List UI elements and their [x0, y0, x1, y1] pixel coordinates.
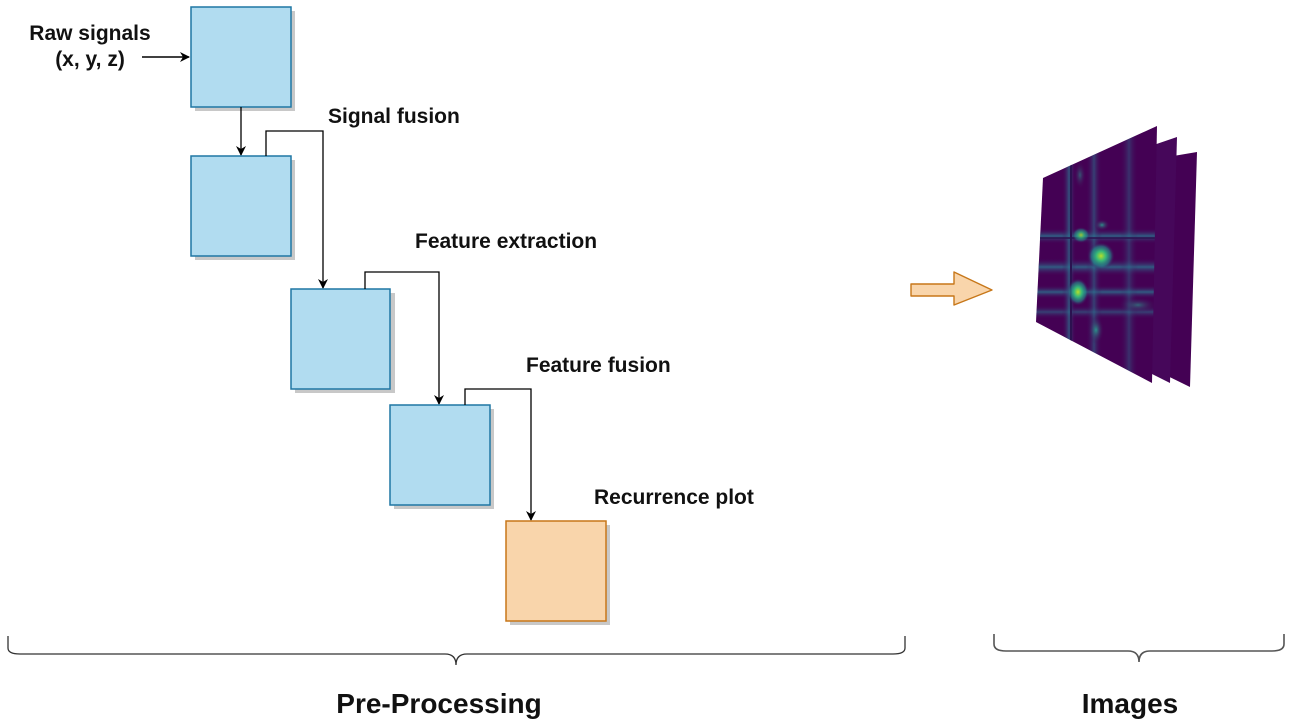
connector-3	[364, 271, 444, 405]
step-box-signal-fusion	[190, 155, 295, 260]
label-recurrence-plot: Recurrence plot	[594, 486, 754, 509]
input-label: Raw signals (x, y, z)	[29, 22, 150, 71]
images-brace	[993, 634, 1285, 663]
step-box-feature-fusion	[389, 404, 494, 509]
connector-4	[464, 388, 536, 521]
recurrence-image-texture	[1036, 126, 1157, 383]
transition-arrow-icon	[910, 271, 993, 306]
process-box	[389, 404, 491, 506]
process-box	[290, 288, 391, 390]
label-feature-extraction: Feature extraction	[415, 230, 597, 253]
step-box-raw	[190, 6, 295, 111]
label-signal-fusion: Signal fusion	[328, 105, 460, 128]
input-label-line1: Raw signals	[29, 22, 150, 45]
section-label-images: Images	[1082, 688, 1179, 719]
connector-2	[265, 130, 328, 289]
output-box	[505, 520, 607, 622]
input-label-line2: (x, y, z)	[55, 48, 125, 71]
preprocessing-brace	[7, 636, 906, 666]
process-box	[190, 6, 292, 108]
step-box-recurrence-plot	[505, 520, 610, 625]
process-box	[190, 155, 292, 257]
recurrence-image-stack	[1036, 126, 1197, 387]
step-box-feature-extraction	[290, 288, 395, 393]
label-feature-fusion: Feature fusion	[526, 354, 671, 377]
section-label-preprocessing: Pre-Processing	[336, 688, 541, 719]
